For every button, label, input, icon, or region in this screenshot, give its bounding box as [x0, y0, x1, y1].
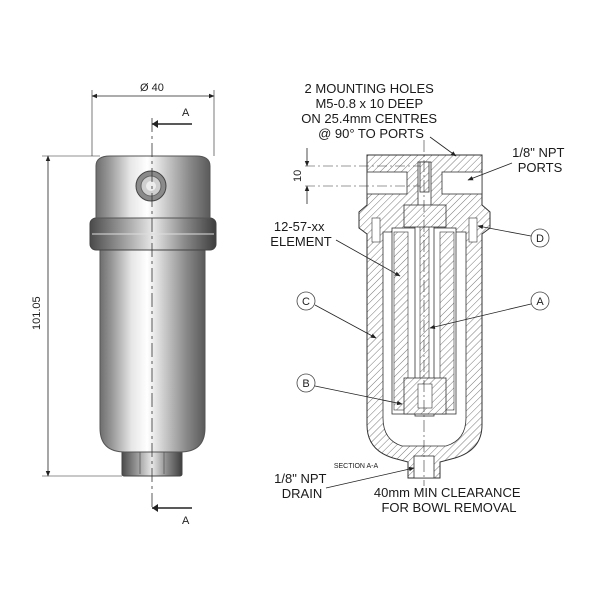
port-right [441, 171, 483, 195]
bowl [99, 249, 206, 453]
svg-text:C: C [302, 296, 310, 308]
callout-a [530, 291, 550, 311]
ports-leader [467, 162, 513, 181]
callout-d [530, 228, 550, 248]
filter-3d-view: Ø 40 101.05 A A [31, 82, 217, 527]
height-label: 101.05 [31, 296, 43, 330]
element-note: 12-57-xx ELEMENT [270, 219, 331, 249]
drain-leader [325, 466, 415, 489]
section-letter-bottom: A [182, 515, 190, 527]
callout-b [296, 373, 316, 393]
mounting-holes-note: 2 MOUNTING HOLES M5-0.8 x 10 DEEP ON 25.… [301, 81, 440, 141]
drain-note: 1/8" NPT DRAIN [274, 471, 330, 501]
svg-text:B: B [302, 378, 309, 390]
element-top-cap [403, 204, 447, 228]
diameter-label: Ø 40 [140, 82, 164, 94]
mounting-leader [429, 136, 457, 157]
section-view: 10 2 MOUNTING HOLES M5-0.8 x 10 DEEP ON … [270, 81, 568, 515]
element-leader [335, 239, 401, 277]
svg-text:D: D [536, 233, 544, 245]
svg-text:A: A [536, 296, 544, 308]
callout-c [296, 291, 316, 311]
thread-right [468, 217, 478, 243]
ports-note: 1/8" NPT PORTS [512, 145, 568, 175]
clearance-note: 40mm MIN CLEARANCE FOR BOWL REMOVAL [374, 485, 524, 515]
section-letter-top: A [182, 107, 190, 119]
thread-left [371, 217, 381, 243]
port-left [366, 171, 408, 195]
section-caption: SECTION A-A [334, 463, 379, 470]
dim-10-label: 10 [292, 170, 304, 182]
